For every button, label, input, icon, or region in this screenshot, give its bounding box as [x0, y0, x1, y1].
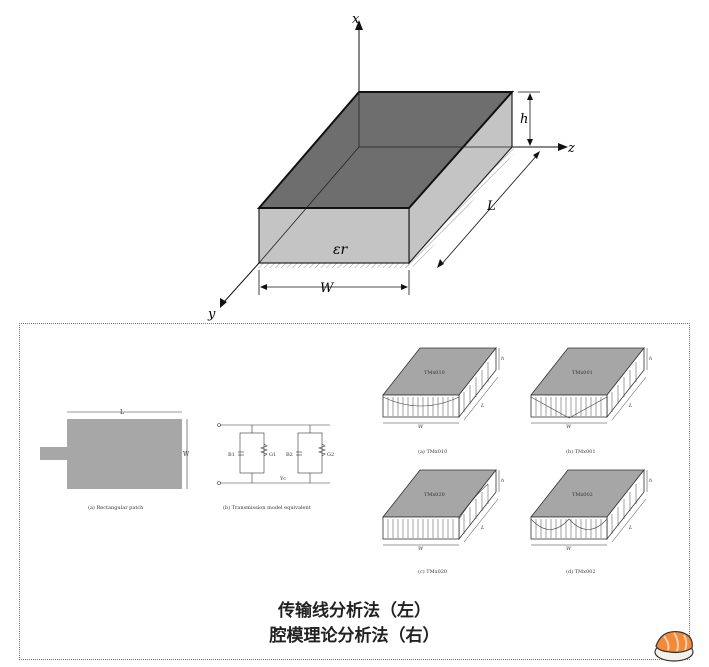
- x-axis-label: x: [352, 12, 360, 27]
- patch-3d-figure: x z y h L W εr: [207, 12, 575, 322]
- mode-cell-2: TMx001 h L W (b) TMx001: [530, 347, 652, 455]
- mode-cell-4: TMx002 h L W (d) TMx002: [530, 469, 652, 575]
- svg-text:h: h: [501, 356, 504, 362]
- L-dimension-label: L: [486, 199, 496, 214]
- feed-line: [40, 447, 68, 460]
- permittivity-label: εr: [333, 242, 349, 258]
- svg-text:W: W: [566, 546, 572, 552]
- svg-text:h: h: [649, 478, 652, 484]
- svg-text:TMx010: TMx010: [424, 370, 445, 376]
- svg-text:(d) TMx002: (d) TMx002: [566, 568, 596, 575]
- cavity-mode-figure: TMx010 h L W (a) TMx010 TMx001 h L W (b)…: [382, 347, 652, 575]
- svg-text:L: L: [480, 403, 485, 409]
- svg-text:TMx002: TMx002: [572, 492, 593, 498]
- svg-text:L: L: [480, 525, 485, 531]
- h-dimension-label: h: [520, 112, 528, 127]
- label-G2: G2: [327, 452, 334, 458]
- W-dimension-label: W: [320, 281, 335, 296]
- circuit-model: [217, 423, 330, 485]
- svg-text:TMx001: TMx001: [572, 370, 593, 376]
- label-G1: G1: [269, 452, 276, 458]
- y-axis-label: y: [207, 307, 216, 322]
- transmission-line-figure: L W (a) Rectangular patch B1 G1 B2 G2 Yc…: [40, 409, 334, 511]
- caption-cavity-model-method: 腔模理论分析法（右）: [269, 626, 440, 646]
- svg-text:L: L: [628, 403, 633, 409]
- svg-text:L: L: [628, 525, 633, 531]
- substrate-front-face: [258, 207, 410, 264]
- mode-cell-3: TMx020 h L W (c) TMx020: [382, 469, 504, 575]
- patch-W-label: W: [183, 451, 190, 458]
- label-B1: B1: [228, 452, 235, 458]
- svg-text:W: W: [418, 424, 424, 430]
- caption-transmission-line-method: 传输线分析法（左）: [278, 601, 431, 621]
- caption-transmission-model: (b) Transmission model equivalent: [223, 504, 311, 511]
- svg-text:h: h: [501, 478, 504, 484]
- svg-text:TMx020: TMx020: [424, 492, 445, 498]
- y-axis: [223, 262, 260, 303]
- patch-top-face: [256, 91, 515, 209]
- caption-rect-patch: (a) Rectangular patch: [88, 504, 144, 511]
- label-Yc: Yc: [279, 476, 286, 482]
- patch-L-label: L: [120, 409, 124, 416]
- svg-text:W: W: [566, 424, 572, 430]
- svg-text:(a) TMx010: (a) TMx010: [418, 448, 447, 455]
- sushi-logo: [654, 630, 694, 662]
- svg-text:W: W: [418, 546, 424, 552]
- figure-panel: [19, 323, 690, 660]
- svg-text:(b) TMx001: (b) TMx001: [566, 448, 596, 455]
- svg-text:h: h: [649, 356, 652, 362]
- label-B2: B2: [286, 452, 293, 458]
- rectangular-patch: [67, 419, 182, 489]
- svg-text:(c) TMx020: (c) TMx020: [418, 568, 447, 575]
- ground-plane-hatch-side: [410, 148, 517, 268]
- ground-plane-hatch: [256, 263, 410, 268]
- z-axis-label: z: [567, 141, 575, 156]
- mode-cell-1: TMx010 h L W (a) TMx010: [382, 347, 504, 455]
